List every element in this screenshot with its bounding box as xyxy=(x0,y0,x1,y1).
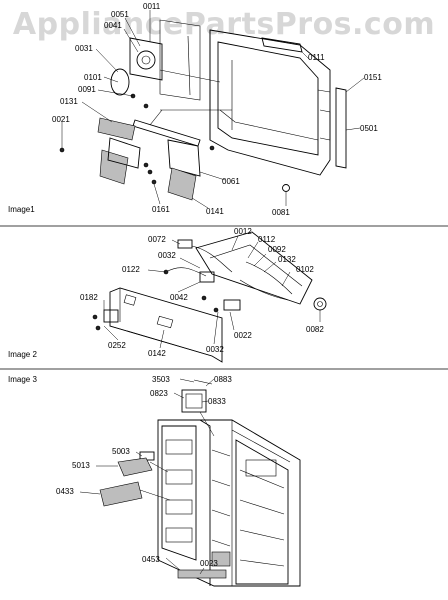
part-label-0501: 0501 xyxy=(360,124,378,133)
part-label-5013: 5013 xyxy=(72,461,90,470)
part-label-0091: 0091 xyxy=(78,85,96,94)
part-label-0132: 0132 xyxy=(278,255,296,264)
part-label-0022: 0022 xyxy=(234,331,252,340)
part-label-0141: 0141 xyxy=(206,207,224,216)
part-label-0112: 0112 xyxy=(258,235,276,244)
part-label-0081: 0081 xyxy=(272,208,290,217)
part-label-0051: 0051 xyxy=(111,10,129,19)
part-label-0042: 0042 xyxy=(170,293,188,302)
part-label-0182: 0182 xyxy=(80,293,98,302)
image1-drawing xyxy=(59,10,365,209)
part-label-0032-upper: 0032 xyxy=(158,251,176,260)
part-label-0122: 0122 xyxy=(122,265,140,274)
part-label-0021: 0021 xyxy=(52,115,70,124)
part-label-0833: 0833 xyxy=(208,397,226,406)
part-label-0883: 0883 xyxy=(214,375,232,384)
part-label-0453: 0453 xyxy=(142,555,160,564)
panel-title-image1: Image1 xyxy=(8,205,35,214)
panel-title-image3: Image 3 xyxy=(8,375,37,384)
part-label-0111: 0111 xyxy=(308,53,325,62)
part-label-0031: 0031 xyxy=(75,44,93,53)
part-label-0012: 0012 xyxy=(234,227,252,236)
panel-title-image2: Image 2 xyxy=(8,350,37,359)
part-label-0023: 0023 xyxy=(200,559,218,568)
part-label-0072: 0072 xyxy=(148,235,166,244)
part-label-0161: 0161 xyxy=(152,205,170,214)
part-label-0823: 0823 xyxy=(150,389,168,398)
image2-drawing xyxy=(92,231,327,363)
watermark: AppliancePartsPros.com xyxy=(13,7,435,42)
part-label-0131: 0131 xyxy=(60,97,78,106)
part-label-0032-lower: 0032 xyxy=(206,345,224,354)
part-label-0041: 0041 xyxy=(104,21,122,30)
part-label-0092: 0092 xyxy=(268,245,286,254)
part-label-0252: 0252 xyxy=(108,341,126,350)
part-label-0142: 0142 xyxy=(148,349,166,358)
part-label-0102: 0102 xyxy=(296,265,314,274)
part-label-0061: 0061 xyxy=(222,177,240,186)
part-label-0151: 0151 xyxy=(364,73,382,82)
part-label-0011: 0011 xyxy=(143,2,161,11)
part-label-0433: 0433 xyxy=(56,487,74,496)
part-label-0101: 0101 xyxy=(84,73,102,82)
part-label-0082: 0082 xyxy=(306,325,324,334)
image3-drawing xyxy=(79,378,301,587)
part-label-3503: 3503 xyxy=(152,375,170,384)
part-label-5003: 5003 xyxy=(112,447,130,456)
